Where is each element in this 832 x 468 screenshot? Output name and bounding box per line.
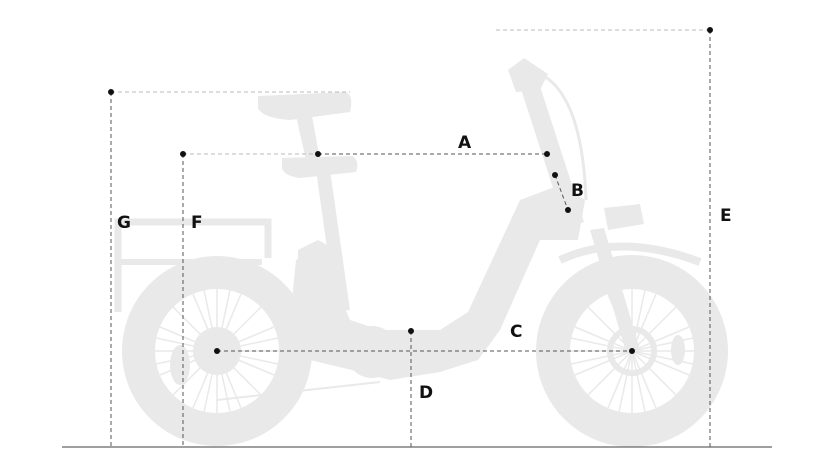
dimension-d: D — [408, 328, 433, 447]
handlebar — [508, 58, 548, 92]
dimension-a: A — [315, 133, 550, 157]
dimension-c: C — [214, 322, 635, 354]
label-e: E — [720, 206, 732, 226]
stem — [520, 80, 584, 228]
dimension-g: G — [108, 89, 350, 447]
seat-lower — [282, 156, 358, 178]
dimension-b: B — [552, 172, 584, 213]
label-g: G — [117, 213, 131, 233]
label-f: F — [191, 213, 203, 233]
label-c: C — [510, 322, 522, 342]
headlight — [604, 204, 644, 230]
label-d: D — [419, 383, 433, 403]
dimension-f: F — [180, 151, 318, 447]
label-b: B — [571, 181, 584, 201]
label-a: A — [458, 133, 472, 153]
seat-upper — [258, 92, 352, 120]
dimension-e: E — [496, 27, 732, 447]
rear-rack — [114, 218, 272, 312]
seat-post — [316, 170, 350, 312]
